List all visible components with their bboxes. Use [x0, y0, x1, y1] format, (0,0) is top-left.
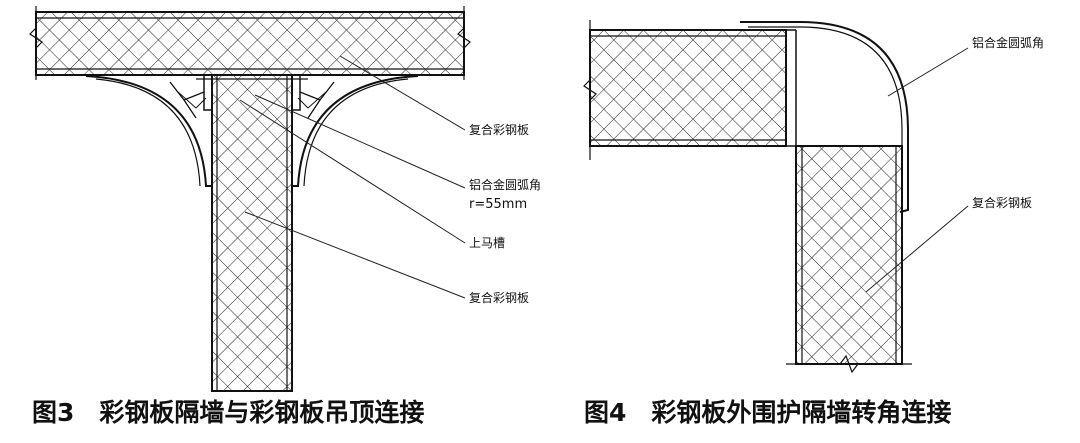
fig4-arc-corner — [740, 21, 909, 213]
fig3-ceiling-panel — [29, 6, 471, 80]
fig4-label-wall-panel: 复合彩钢板 — [972, 195, 1032, 210]
fig3-arc-corner-right — [292, 75, 419, 187]
fig3-wall-panel — [211, 74, 293, 392]
figure-4: 铝合金圆弧角 复合彩钢板 图4 彩钢板外围护隔墙转角连接 — [583, 20, 1044, 427]
fig4-corner-joint — [786, 29, 902, 147]
fig3-label-radius: r=55mm — [469, 197, 527, 212]
fig4-label-arc-corner: 铝合金圆弧角 — [972, 35, 1044, 50]
fig3-label-channel: 上马槽 — [469, 236, 505, 250]
fig3-label-arc-corner: 铝合金圆弧角 — [469, 177, 541, 192]
fig4-leaders — [865, 47, 969, 293]
fig3-label-wall-panel: 复合彩钢板 — [469, 290, 529, 305]
fig3-leaders — [239, 55, 466, 299]
fig3-label-ceiling-panel: 复合彩钢板 — [469, 122, 529, 137]
fig3-caption: 图3 彩钢板隔墙与彩钢板吊顶连接 — [32, 398, 424, 427]
fig4-vertical-panel — [786, 145, 912, 374]
fig3-arc-corner-left — [85, 75, 212, 187]
fig4-horizontal-panel — [583, 20, 787, 160]
fig4-caption: 图4 彩钢板外围护隔墙转角连接 — [584, 398, 951, 427]
fig3-top-channel — [196, 75, 308, 111]
figure-3: 复合彩钢板 铝合金圆弧角 r=55mm 上马槽 复合彩钢板 图3 彩钢板隔墙与彩… — [29, 6, 541, 427]
